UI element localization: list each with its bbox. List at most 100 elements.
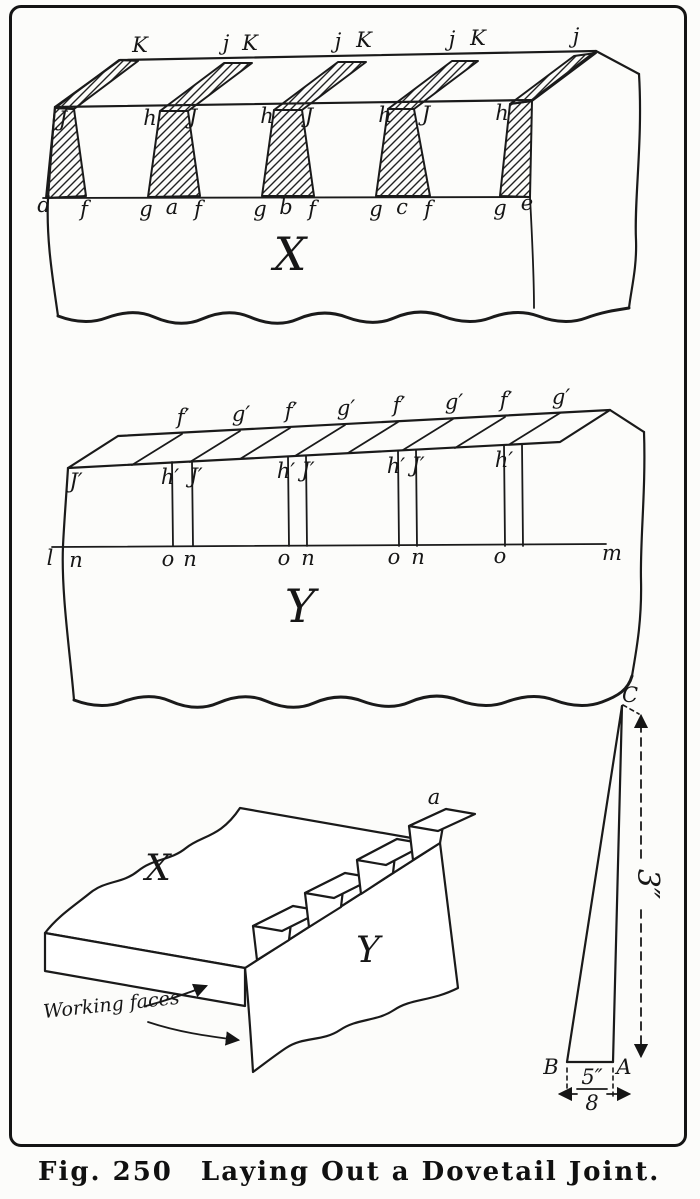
board-x-corner-line	[529, 196, 535, 309]
triangle-hypotenuse	[565, 704, 624, 1064]
diagram-triangle: C B A 3″ 5″ 8	[542, 683, 665, 1115]
board-x-name-label: X	[271, 227, 309, 281]
board-y-face-label: h′	[277, 459, 296, 483]
joint-board-x-label: X	[142, 848, 172, 889]
board-y-gauge-label: o	[388, 545, 401, 569]
board-y-top-label: f′	[175, 405, 190, 429]
board-y-gauge-label: o	[494, 544, 507, 568]
figure-caption: Fig. 250 Laying Out a Dovetail Joint.	[38, 1157, 686, 1187]
board-x-face-label: J	[418, 102, 432, 126]
diagram-board-x: K j K j K j K j J h J h J h J h d f g a …	[37, 24, 642, 325]
board-y-socket-line	[287, 456, 290, 547]
board-x-face-label: h	[495, 101, 509, 125]
board-x-end-edge	[594, 49, 641, 76]
height-dimension-label: 3″	[630, 869, 665, 900]
board-y-socket-line	[305, 455, 308, 547]
board-y-top-label: g′	[445, 390, 463, 414]
board-x-gauge-label: f	[78, 197, 91, 221]
board-y-gauge-label: l	[47, 546, 54, 570]
board-y-layout-line	[189, 430, 241, 463]
board-x-gauge-label: g	[139, 197, 152, 221]
board-y-socket-line	[191, 460, 194, 547]
joint-board-y-face	[243, 841, 460, 1074]
board-y-layout-line	[509, 412, 561, 445]
board-x-gauge-label: b	[279, 195, 292, 219]
board-y-top-label: g′	[552, 385, 570, 409]
board-x-top-label: j	[445, 27, 456, 51]
board-x-right-torn-edge	[627, 72, 642, 310]
board-x-face-label: J	[185, 105, 199, 129]
board-y-gauge-label: o	[162, 547, 175, 571]
board-y-layout-line	[131, 433, 183, 466]
board-y-face-label: J′	[407, 453, 424, 477]
board-y-gauge-label: n	[301, 546, 315, 570]
board-y-face-label: h′	[495, 448, 514, 472]
board-x-gauge-label: a	[166, 195, 179, 219]
board-y-layout-line	[239, 427, 291, 460]
board-x-gauge-label: e	[521, 191, 533, 215]
board-y-layout-line	[454, 416, 506, 449]
board-x-top-label: K	[241, 31, 259, 55]
board-y-gauge-label: m	[602, 541, 622, 565]
joint-board-y-label: Y	[356, 930, 383, 971]
triangle-vertical-side	[611, 704, 624, 1064]
base-dimension-denominator: 8	[585, 1091, 598, 1115]
figure-number: Fig. 250	[38, 1157, 173, 1187]
apex-leader-line	[622, 704, 640, 715]
board-x-face-label: J	[301, 104, 315, 128]
board-y-socket-line	[171, 461, 174, 547]
board-y-layout-line	[294, 424, 346, 457]
board-y-top-label: g′	[337, 396, 355, 420]
board-y-torn-bottom	[72, 674, 634, 709]
board-y-top-label: f′	[391, 393, 406, 417]
board-x-face-label: J	[55, 107, 69, 131]
board-y-face-label: J′	[297, 458, 314, 482]
board-x-gauge-label: f	[192, 197, 205, 221]
board-y-right-torn-edge	[630, 430, 646, 678]
working-faces-arrow	[147, 1021, 241, 1046]
board-x-gauge-label: g	[369, 197, 382, 221]
board-x-top-label: K	[469, 26, 487, 50]
base-dimension-numerator: 5″	[581, 1065, 602, 1089]
figure-title: Laying Out a Dovetail Joint.	[200, 1157, 661, 1187]
board-x-gauge-label: f	[306, 197, 319, 221]
board-x-top-label: j	[331, 29, 342, 53]
board-y-gauge-label: o	[278, 546, 291, 570]
board-y-gauge-label: n	[69, 548, 83, 572]
joint-corner-label: a	[428, 785, 441, 809]
board-y-left-edge	[61, 466, 76, 702]
board-x-top-label: j	[219, 31, 230, 55]
board-y-face-label: h′	[387, 454, 406, 478]
board-x-top-label: K	[355, 28, 373, 52]
board-x-pin-top	[509, 52, 597, 105]
board-y-layout-line	[347, 421, 399, 454]
board-y-top-label: f′	[283, 399, 298, 423]
board-x-pin-top	[54, 59, 139, 110]
board-x-face-label: h	[378, 103, 392, 127]
board-x-gauge-label: f	[422, 197, 435, 221]
board-y-end-edge	[608, 408, 646, 434]
joint-tail-top	[407, 807, 477, 833]
board-x-top-label: K	[131, 33, 149, 57]
board-x-gauge-label: g	[493, 196, 506, 220]
board-y-gauge-label: n	[411, 545, 425, 569]
board-x-top-label: j	[569, 24, 580, 48]
board-y-face-label: J′	[65, 469, 82, 493]
triangle-base-left-label: B	[542, 1055, 558, 1079]
board-y-socket-line	[521, 443, 524, 547]
joint-board-x-top-face	[43, 806, 442, 970]
board-x-torn-bottom	[56, 306, 631, 325]
board-y-socket-line	[503, 444, 506, 547]
board-x-pin-top	[273, 61, 367, 111]
board-y-name-label: Y	[285, 579, 320, 633]
board-x-gauge-label: g	[253, 197, 266, 221]
board-x-gauge-label: c	[396, 195, 408, 219]
board-y-socket-line	[415, 449, 418, 547]
board-x-face-label: h	[260, 104, 274, 128]
board-y-layout-line	[402, 418, 454, 451]
board-y-gauge-label: n	[183, 547, 197, 571]
board-y-gauge-line	[51, 543, 607, 548]
diagram-board-y: f′ g′ f′ g′ f′ g′ f′ g′ J′ h′ J′ h′ J′ h…	[47, 385, 646, 709]
board-x-pin-top	[159, 62, 253, 112]
board-y-face-label: h′	[161, 465, 180, 489]
